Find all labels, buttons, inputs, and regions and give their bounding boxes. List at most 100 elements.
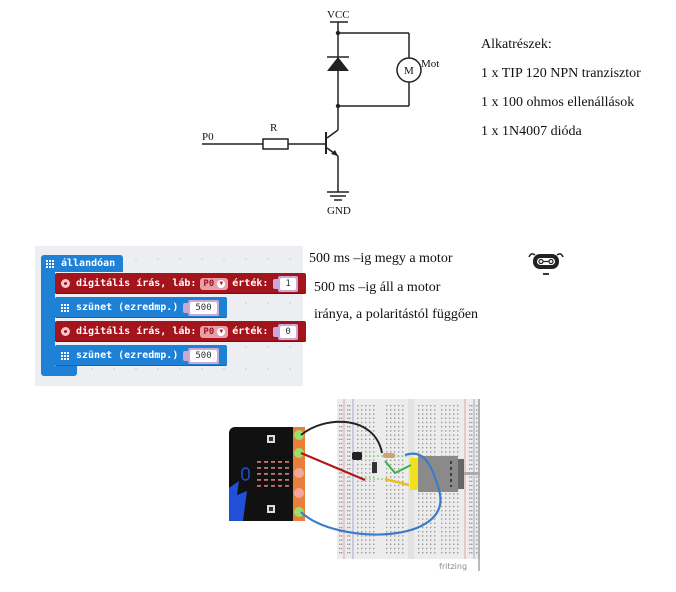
breadboard-hole [476,463,478,466]
breadboard-hole [469,526,471,529]
breadboard-hole [339,442,341,445]
breadboard-hole [469,535,471,537]
breadboard-hole [394,493,396,495]
breadboard-hole [422,543,424,545]
breadboard-hole [357,430,359,432]
breadboard-hole [373,442,375,445]
breadboard-hole [349,522,351,524]
breadboard-hole [365,459,367,461]
breadboard-hole [341,409,343,411]
breadboard-hole [426,493,428,495]
forever-block[interactable]: állandóan [41,255,124,272]
breadboard-hole [434,417,436,419]
led-pixel [264,473,268,475]
value-input[interactable]: 0 [280,325,296,338]
breadboard-hole [341,497,343,499]
breadboard-hole [418,434,420,436]
breadboard-hole [422,421,424,424]
breadboard-hole [357,493,359,495]
breadboard-hole [347,430,349,432]
pause-block[interactable]: szünet (ezredmp.) 500 [55,297,227,318]
breadboard-hole [418,514,420,516]
forever-block-body [41,272,55,372]
forever-block-footer [41,366,77,376]
breadboard-hole [394,459,396,461]
breadboard-hole [369,442,371,445]
digital-write-block[interactable]: digitális írás, láb: P0▼ érték: 0 [55,321,306,342]
breadboard-hole [471,409,473,411]
breadboard-hole [373,552,375,554]
breadboard-hole [402,451,404,453]
breadboard-hole [471,438,473,440]
breadboard-hole [341,484,343,487]
breadboard-hole [453,539,455,541]
breadboard-hole [386,514,388,516]
breadboard-hole [398,472,400,474]
breadboard-hole [434,426,436,428]
breadboard-hole [441,526,443,529]
circuit-schematic: VCC GND P0 R M Motor [202,9,440,217]
led-pixel [264,461,268,463]
breadboard-hole [453,505,455,508]
pin-dropdown[interactable]: P0▼ [200,325,229,338]
breadboard-hole [347,552,349,554]
fritzing-watermark: fritzing [439,562,467,571]
breadboard-hole [386,543,388,545]
breadboard-hole [365,501,367,503]
breadboard-hole [365,447,367,449]
breadboard-hole [471,430,473,432]
breadboard-hole [386,459,388,461]
breadboard-hole [441,531,443,533]
breadboard-hole [341,463,343,466]
breadboard-hole [441,493,443,495]
breadboard-hole [430,552,432,554]
breadboard-hole [449,451,451,453]
breadboard-hole [347,434,349,436]
breadboard-hole [422,539,424,541]
breadboard-hole [347,463,349,466]
breadboard-hole [361,480,363,482]
breadboard-hole [471,476,473,478]
breadboard-hole [434,505,436,508]
breadboard-hole [441,535,443,537]
breadboard-hole [445,539,447,541]
block-editor-workspace[interactable]: állandóan digitális írás, láb: P0▼ érték… [35,246,306,386]
breadboard-hole [369,514,371,516]
digital-write-block[interactable]: digitális írás, láb: P0▼ érték: 1 [55,273,306,294]
breadboard-hole [426,505,428,508]
breadboard-hole [434,438,436,440]
breadboard-hole [398,497,400,499]
breadboard-hole [386,421,388,424]
breadboard-hole [434,547,436,550]
breadboard-hole [361,522,363,524]
breadboard-hole [347,497,349,499]
breadboard-hole [349,442,351,445]
breadboard-hole [453,413,455,415]
breadboard-hole [441,547,443,550]
breadboard-hole [365,505,367,508]
breadboard-hole [365,426,367,428]
pause-ms-input[interactable]: 500 [190,349,217,362]
breadboard-hole [386,493,388,495]
led-pixel [264,479,268,481]
breadboard-hole [357,451,359,453]
breadboard-hole [390,413,392,415]
pause-label: szünet (ezredmp.) [76,302,179,313]
pin-dropdown[interactable]: P0▼ [200,277,229,290]
breadboard-hole [386,505,388,508]
breadboard-hole [476,413,478,415]
pause-ms-input[interactable]: 500 [190,301,217,314]
pause-block[interactable]: szünet (ezredmp.) 500 [55,345,227,366]
breadboard-hole [430,535,432,537]
breadboard-hole [386,480,388,482]
breadboard-hole [365,463,367,466]
breadboard-hole [339,518,341,520]
breadboard-hole [453,409,455,411]
workspace-grid-dot [245,346,247,348]
breadboard-hole [441,442,443,445]
vcc-label: VCC [327,9,350,21]
breadboard-hole [373,526,375,529]
value-input[interactable]: 1 [280,277,296,290]
breadboard-hole [373,417,375,419]
breadboard-hole [339,535,341,537]
